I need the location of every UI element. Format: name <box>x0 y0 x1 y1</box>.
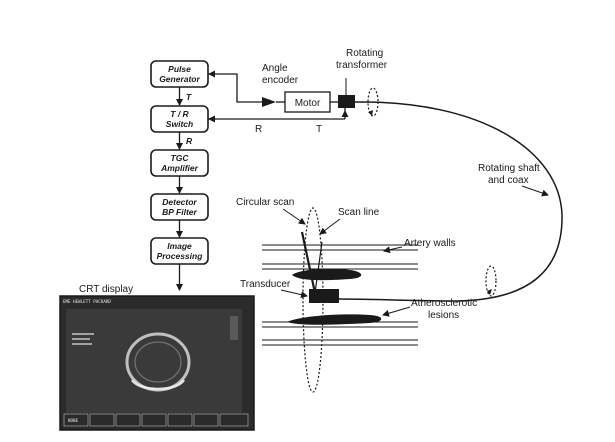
wire-t-label: T <box>316 124 322 135</box>
tr-switch-line2: Switch <box>166 119 193 129</box>
pg-to-encoder-wire <box>208 73 262 103</box>
pg-input-arrowhead <box>208 70 215 78</box>
scan-line-label: Scan line <box>338 207 380 218</box>
signal-t-label: T <box>186 92 192 102</box>
tr-switch-line1: T / R <box>170 109 189 119</box>
angle-encoder-triangle-icon <box>262 97 276 107</box>
crt-display: EME HEWLETT PACKARD NONE <box>59 295 255 431</box>
motor-block: Motor <box>284 91 331 113</box>
angle-encoder-label-line2: encoder <box>262 75 299 86</box>
pulse-generator-line2: Generator <box>159 74 200 84</box>
signal-r-label: R <box>186 136 193 146</box>
image-processing-line1: Image <box>167 241 192 251</box>
crt-screen <box>66 309 242 413</box>
tgc-amplifier-block: TGC Amplifier <box>150 149 209 177</box>
t-direction-arrowhead <box>341 110 349 117</box>
rotating-transformer-label-line1: Rotating <box>346 48 383 59</box>
artery-walls <box>262 244 418 346</box>
transducer-label: Transducer <box>240 279 291 290</box>
tgc-line2: Amplifier <box>160 163 199 173</box>
scan-line-beam-2 <box>314 241 323 294</box>
r-direction-arrowhead <box>208 115 215 123</box>
image-processing-line2: Processing <box>157 251 204 261</box>
artery-walls-label: Artery walls <box>404 238 456 249</box>
rotating-shaft-label-line2: and coax <box>488 175 529 186</box>
wire-r-label: R <box>255 124 262 135</box>
tr-switch-block: T / R Switch <box>150 105 209 133</box>
lesion-upper <box>292 268 362 281</box>
circular-scan-label: Circular scan <box>236 197 294 208</box>
pulse-generator-block: Pulse Generator <box>150 60 209 88</box>
rotating-shaft-label-line1: Rotating shaft <box>478 163 540 174</box>
rotating-shaft-coax <box>337 101 563 302</box>
crt-softkey-row: NONE <box>63 413 249 427</box>
shaft-leader <box>521 185 549 197</box>
tgc-line1: TGC <box>171 153 190 163</box>
motor-label: Motor <box>295 98 321 109</box>
rotating-transformer-label-line2: transformer <box>336 60 388 71</box>
rotation-indicator-bottom-icon <box>485 265 497 297</box>
scan-line-beam <box>300 231 317 294</box>
lesions-label-line1: Atherosclerotic <box>411 298 477 309</box>
lesions-label-line2: lesions <box>428 310 459 321</box>
lesion-lower <box>287 314 382 325</box>
crt-display-label: CRT display <box>79 284 133 295</box>
angle-encoder-label-line1: Angle <box>262 63 288 74</box>
detector-block: Detector BP Filter <box>150 193 209 221</box>
crt-header-text: EME HEWLETT PACKARD <box>63 299 111 304</box>
pulse-generator-line1: Pulse <box>168 64 191 74</box>
detector-line1: Detector <box>162 197 197 207</box>
detector-line2: BP Filter <box>162 207 197 217</box>
transducer-icon <box>309 289 339 303</box>
crt-softkey-1: NONE <box>68 418 79 423</box>
rotating-transformer-icon <box>338 95 355 108</box>
image-processing-block: Image Processing <box>150 237 209 265</box>
